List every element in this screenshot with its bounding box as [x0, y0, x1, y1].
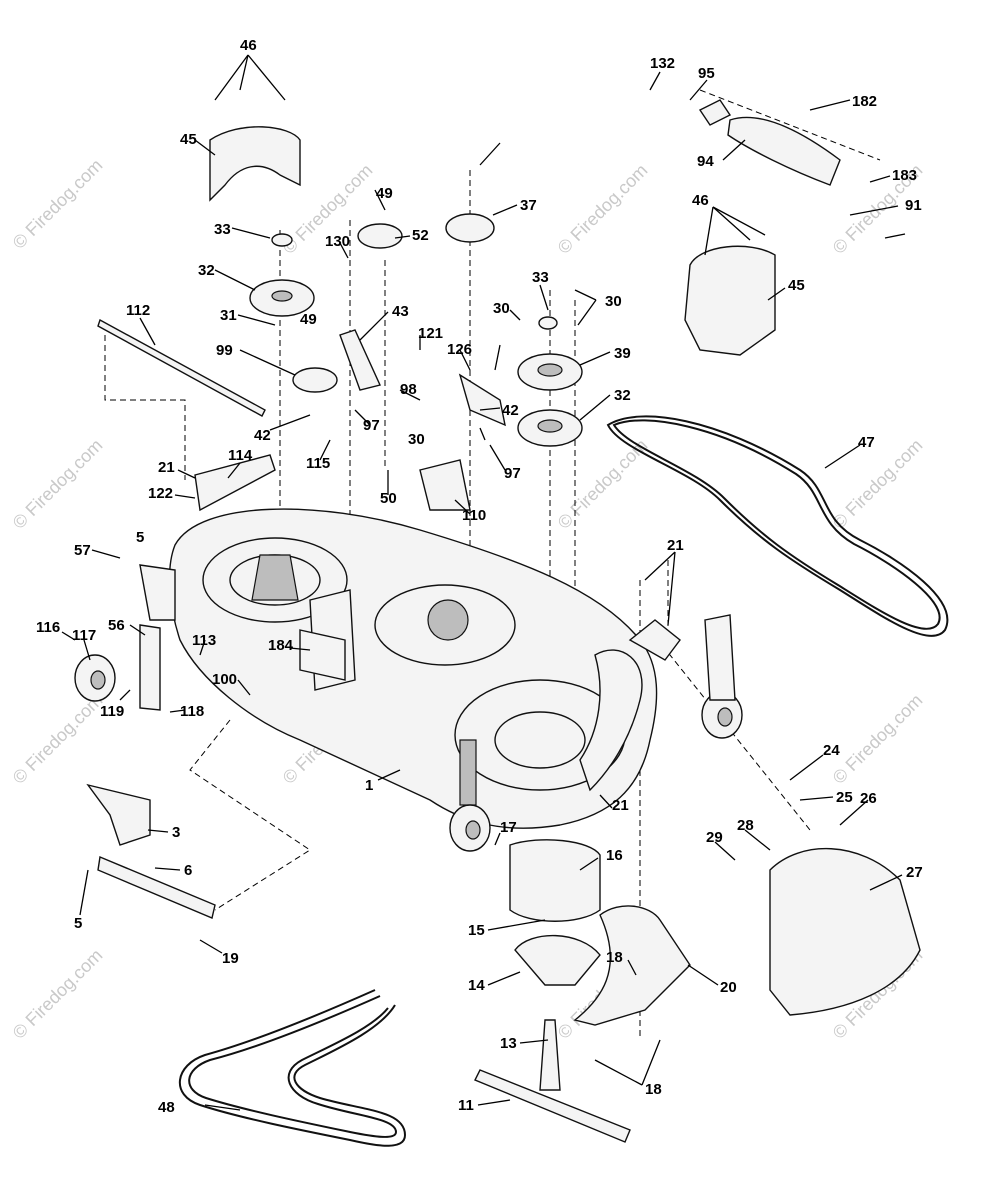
leader-lines — [61, 54, 906, 1111]
watermark: © Firedog.com — [829, 690, 927, 788]
belt-47 — [606, 415, 949, 637]
callout-label: 110 — [462, 507, 486, 524]
callout-label: 118 — [180, 703, 204, 720]
callout-label: 29 — [706, 829, 723, 846]
callout-label: 14 — [468, 977, 485, 994]
callout-label: 5 — [136, 529, 144, 546]
callout-label: 100 — [212, 671, 237, 688]
callout-label: 112 — [126, 302, 150, 319]
callout-label: 42 — [502, 402, 519, 419]
callout-label: 32 — [614, 387, 631, 404]
callout-label: 48 — [158, 1099, 175, 1116]
callout-label: 26 — [860, 790, 877, 807]
callout-label: 57 — [74, 542, 91, 559]
callout-label: 18 — [645, 1081, 662, 1098]
callout-label: 91 — [905, 197, 922, 214]
callout-label: 46 — [240, 37, 257, 54]
callout-label: 30 — [605, 293, 622, 310]
callout-label: 1 — [365, 777, 373, 794]
callout-label: 43 — [392, 303, 409, 320]
callout-label: 47 — [858, 434, 875, 451]
callout-label: 5 — [74, 915, 82, 932]
callout-label: 11 — [458, 1097, 474, 1114]
callout-label: 24 — [823, 742, 840, 759]
callout-label: 33 — [532, 269, 549, 286]
watermark: © Firedog.com — [9, 690, 107, 788]
callout-label: 19 — [222, 950, 239, 967]
callout-label: 18 — [606, 949, 623, 966]
callout-label: 31 — [220, 307, 237, 324]
callout-label: 95 — [698, 65, 715, 82]
callout-label: 15 — [468, 922, 485, 939]
callout-label: 30 — [408, 431, 425, 448]
callout-label: 115 — [306, 455, 330, 472]
callout-label: 117 — [72, 627, 96, 644]
callout-label: 32 — [198, 262, 215, 279]
callout-label: 13 — [500, 1035, 517, 1052]
callout-label: 27 — [906, 864, 923, 881]
callout-label: 45 — [180, 131, 197, 148]
callout-label: 21 — [158, 459, 175, 476]
callout-label: 52 — [412, 227, 429, 244]
callout-label: 17 — [500, 819, 517, 836]
callout-label: 119 — [100, 703, 124, 720]
callout-label: 16 — [606, 847, 623, 864]
callout-label: 113 — [192, 632, 216, 649]
callout-label: 114 — [228, 447, 253, 464]
callout-label: 97 — [363, 417, 380, 434]
watermark: © Firedog.com — [9, 155, 107, 253]
callout-label: 46 — [692, 192, 709, 209]
mower-deck — [168, 508, 658, 829]
callout-label: 21 — [667, 537, 684, 554]
callout-label: 98 — [400, 381, 417, 398]
callout-labels: 46 45 33 32 31 99 42 112 21 122 5 57 116… — [36, 37, 923, 1116]
callout-label: 182 — [852, 93, 877, 110]
callout-label: 33 — [214, 221, 231, 238]
callout-label: 25 — [836, 789, 853, 806]
callout-label: 97 — [504, 465, 521, 482]
callout-label: 3 — [172, 824, 180, 841]
callout-label: 28 — [737, 817, 754, 834]
callout-label: 49 — [376, 185, 393, 202]
watermark: © Firedog.com — [9, 435, 107, 533]
callout-label: 50 — [380, 490, 397, 507]
callout-label: 99 — [216, 342, 233, 359]
callout-label: 42 — [254, 427, 271, 444]
callout-label: 37 — [520, 197, 537, 214]
guards-and-brackets — [86, 99, 921, 1143]
wheels — [74, 654, 743, 852]
callout-label: 30 — [493, 300, 510, 317]
callout-label: 116 — [36, 619, 60, 636]
callout-label: 49 — [300, 311, 317, 328]
watermark: © Firedog.com — [829, 435, 927, 533]
watermark: © Firedog.com — [554, 160, 652, 258]
callout-label: 126 — [447, 341, 472, 358]
callout-label: 122 — [148, 485, 173, 502]
callout-label: 45 — [788, 277, 805, 294]
callout-label: 183 — [892, 167, 917, 184]
callout-label: 6 — [184, 862, 192, 879]
belt-48 — [179, 989, 407, 1147]
callout-label: 121 — [418, 325, 443, 342]
callout-label: 130 — [325, 233, 350, 250]
callout-label: 21 — [612, 797, 629, 814]
pulleys — [249, 213, 583, 447]
callout-label: 20 — [720, 979, 737, 996]
callout-label: 132 — [650, 55, 675, 72]
watermark: © Firedog.com — [9, 945, 107, 1043]
callout-label: 184 — [268, 637, 294, 654]
callout-label: 94 — [697, 153, 714, 170]
callout-label: 56 — [108, 617, 125, 634]
callout-label: 39 — [614, 345, 631, 362]
